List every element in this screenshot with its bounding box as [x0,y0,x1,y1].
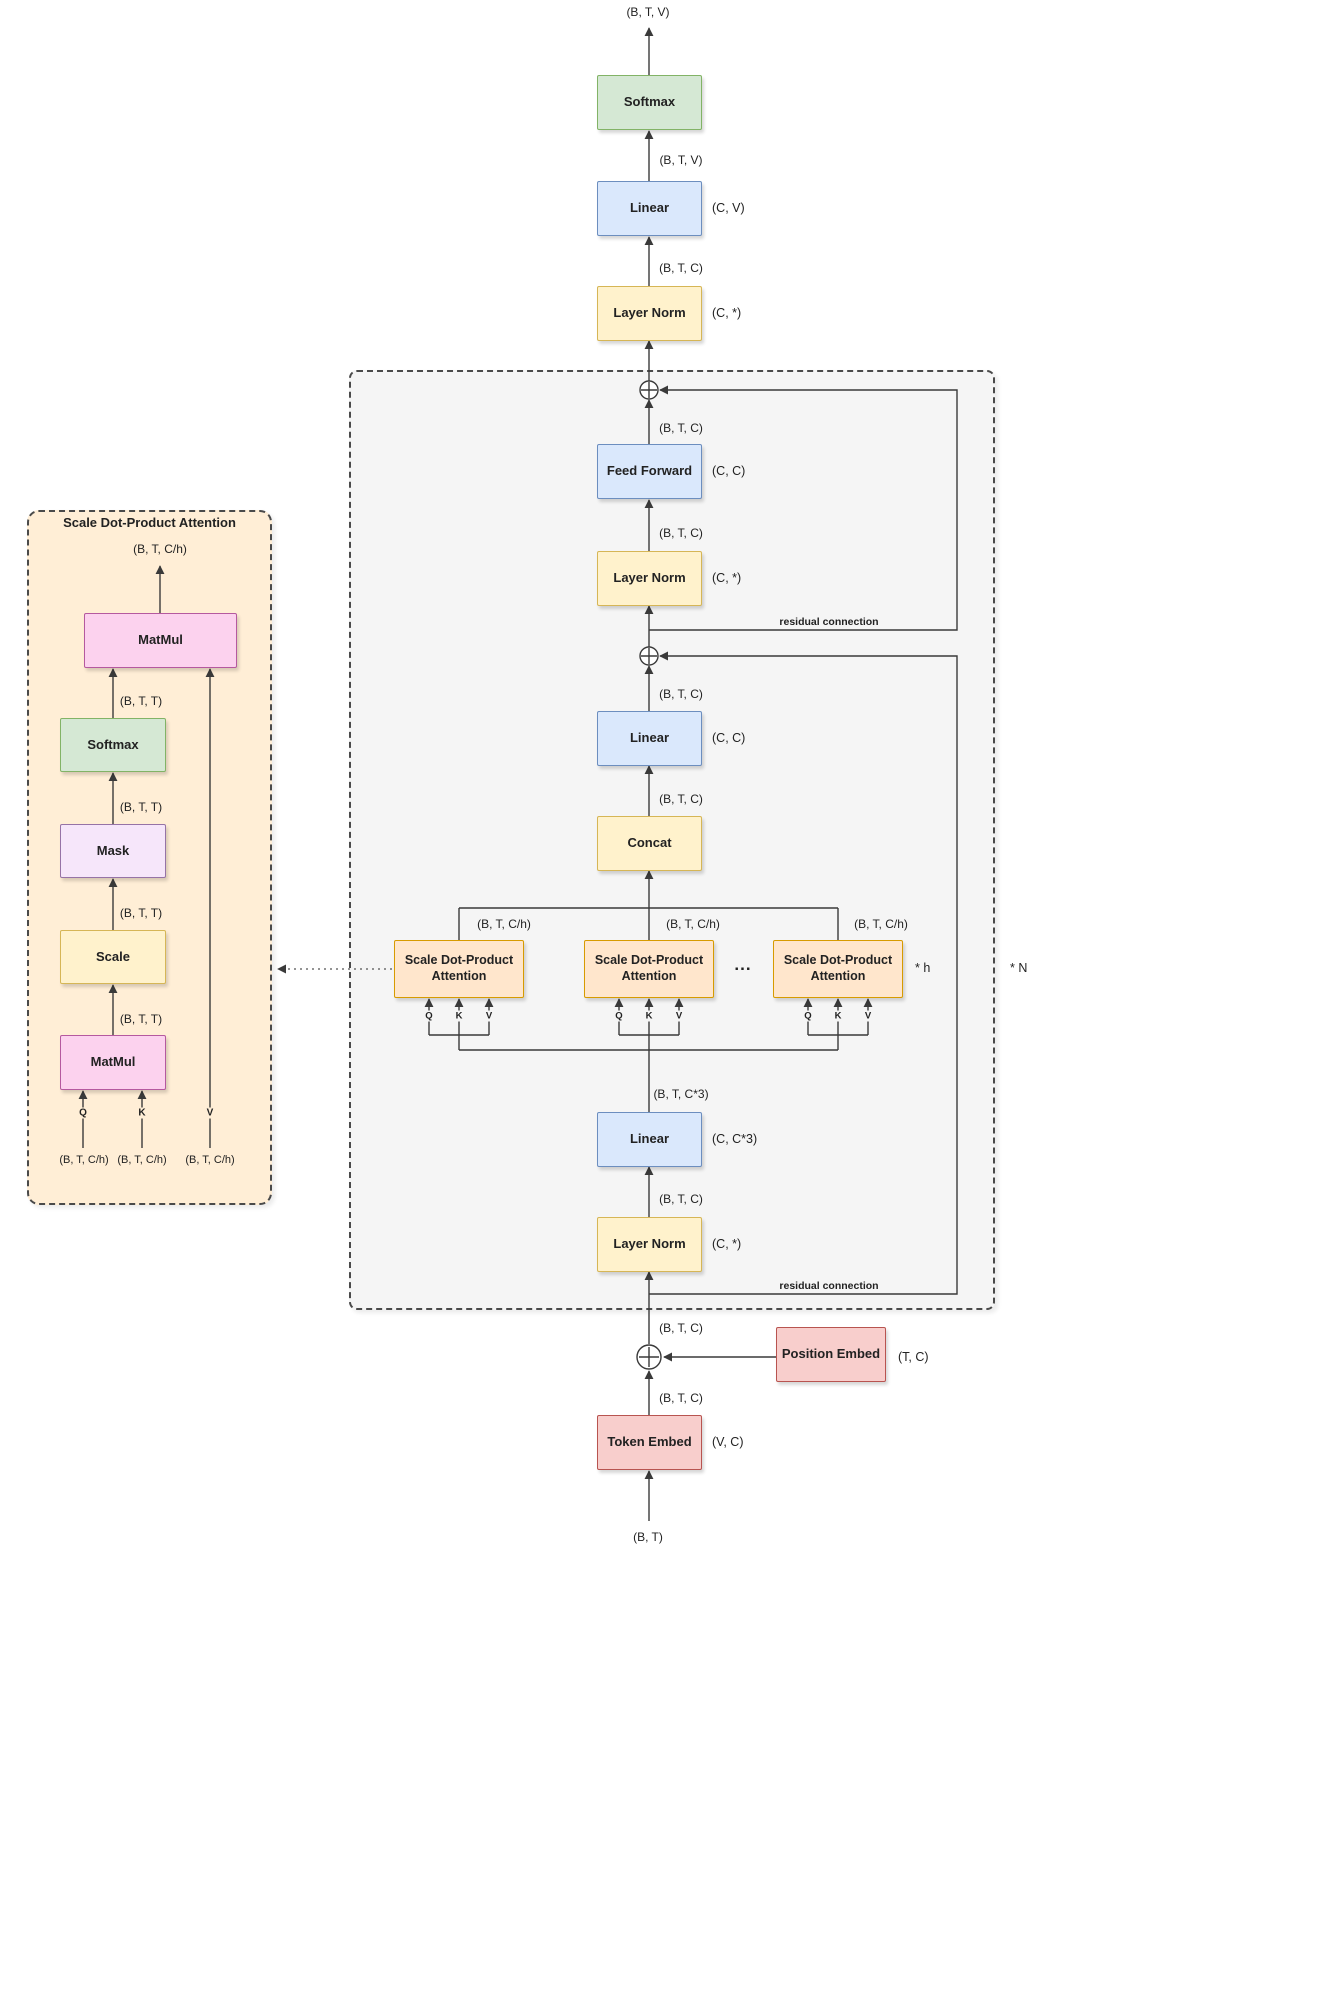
output-linear-block: Linear [597,181,702,236]
shape-label-input: (B, T) [633,1530,663,1544]
weight-label-output-linear: (C, V) [712,201,745,215]
shape-label: (B, T, C) [659,1192,703,1206]
residual-connection-label-ff: residual connection [779,616,879,628]
residual-wires [649,385,958,1295]
q-label-head1: Q [424,1010,434,1022]
attention-head-2-block: Scale Dot-Product Attention [584,940,714,998]
final-layer-norm-block: Layer Norm [597,286,702,341]
shape-label: (B, T, C) [659,1391,703,1405]
q-label-headh: Q [803,1010,813,1022]
v-label-head1: V [484,1010,494,1022]
detail-matmul-qk-block: MatMul [60,1035,166,1090]
v-label-head2: V [674,1010,684,1022]
detail-shape-label: (B, T, T) [119,800,163,814]
residual-connection-label-attn: residual connection [779,1280,879,1292]
detail-scale-block: Scale [60,930,166,984]
k-label-head2: K [644,1010,654,1022]
weight-label-token-embed: (V, C) [712,1435,744,1449]
position-embed-block: Position Embed [776,1327,886,1382]
token-embed-block: Token Embed [597,1415,702,1470]
weight-label-qkv-linear: (C, C*3) [712,1132,758,1146]
attention-fan-wires [424,907,873,1112]
shape-label-headh-out: (B, T, C/h) [854,917,908,931]
repeat-layers-label: * N [1010,961,1028,975]
detail-v-shape-label: (B, T, C/h) [185,1154,235,1166]
weight-label-attn-ln: (C, *) [712,1237,742,1251]
heads-ellipsis: ... [734,955,752,974]
shape-label: (B, T, V) [659,153,703,167]
q-label-head2: Q [614,1010,624,1022]
detail-q-shape-label: (B, T, C/h) [59,1154,109,1166]
ff-layer-norm-block: Layer Norm [597,551,702,606]
shape-label-head1-out: (B, T, C/h) [477,917,531,931]
detail-shape-label: (B, T, T) [119,906,163,920]
detail-k-shape-label: (B, T, C/h) [117,1154,167,1166]
weight-label-final-ln: (C, *) [712,306,742,320]
sum-nodes [636,380,662,1370]
detail-wires [78,565,215,1148]
v-label-headh: V [863,1010,873,1022]
shape-label: (B, T, C) [659,526,703,540]
output-softmax-block: Softmax [597,75,702,130]
feed-forward-block: Feed Forward [597,444,702,499]
repeat-heads-label: * h [915,961,931,975]
shape-label-final-output: (B, T, V) [626,5,670,19]
detail-q-label: Q [78,1107,88,1119]
attention-detail-title: Scale Dot-Product Attention [63,515,236,530]
shape-label: (B, T, C) [659,687,703,701]
detail-shape-label: (B, T, T) [119,694,163,708]
shape-label: (B, T, C) [659,261,703,275]
weight-label-ff: (C, C) [712,464,746,478]
attn-proj-linear-block: Linear [597,711,702,766]
detail-k-label: K [137,1107,147,1119]
weight-label-pos-embed: (T, C) [898,1350,929,1364]
qkv-linear-block: Linear [597,1112,702,1167]
shape-label: (B, T, C*3) [653,1087,709,1101]
detail-shape-label: (B, T, T) [119,1012,163,1026]
attn-layer-norm-block: Layer Norm [597,1217,702,1272]
k-label-headh: K [833,1010,843,1022]
attention-head-1-block: Scale Dot-Product Attention [394,940,524,998]
shape-label: (B, T, C) [659,792,703,806]
detail-v-label: V [205,1107,215,1119]
attention-head-h-block: Scale Dot-Product Attention [773,940,903,998]
detail-softmax-block: Softmax [60,718,166,772]
shape-label: (B, T, C) [659,421,703,435]
weight-label-proj-linear: (C, C) [712,731,746,745]
shape-label-head2-out: (B, T, C/h) [666,917,720,931]
shape-label: (B, T, C) [659,1321,703,1335]
k-label-head1: K [454,1010,464,1022]
detail-matmul-out-block: MatMul [84,613,237,668]
detail-mask-block: Mask [60,824,166,878]
weight-label-ff-ln: (C, *) [712,571,742,585]
concat-block: Concat [597,816,702,871]
detail-shape-label-out: (B, T, C/h) [133,542,187,556]
